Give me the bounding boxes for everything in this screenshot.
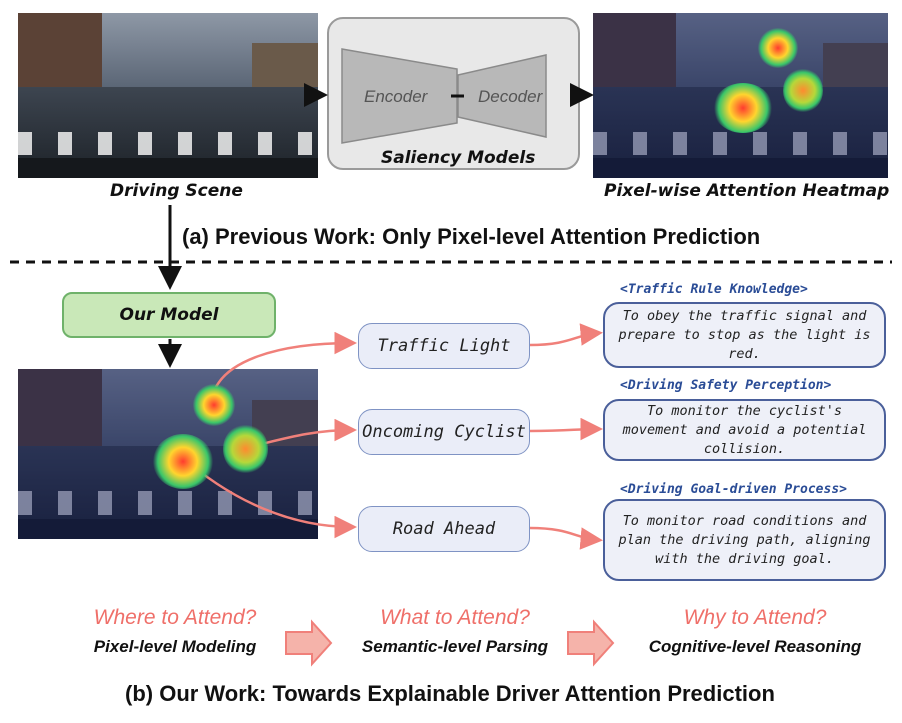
category-traffic-rule: <Traffic Rule Knowledge> — [620, 282, 808, 297]
curve-reason-2 — [529, 417, 603, 441]
encoder-decoder-shape — [341, 48, 547, 144]
stage-semantic-level: Semantic-level Parsing — [361, 637, 549, 656]
question-what: What to Attend? — [380, 606, 530, 629]
curve-reason-3 — [529, 526, 603, 550]
driving-scene-image — [18, 13, 318, 178]
encoder-label: Encoder — [364, 87, 428, 106]
category-driving-safety: <Driving Safety Perception> — [620, 378, 832, 393]
object-pill-road-ahead: Road Ahead — [358, 506, 530, 552]
category-goal-driven: <Driving Goal-driven Process> — [620, 482, 847, 497]
question-where: Where to Attend? — [93, 606, 257, 629]
our-model-box: Our Model — [62, 292, 276, 338]
driving-scene-label: Driving Scene — [110, 181, 243, 201]
section-b-title: (b) Our Work: Towards Explainable Driver… — [125, 681, 775, 706]
object-pill-oncoming-cyclist: Oncoming Cyclist — [358, 409, 530, 455]
stage-pixel-level: Pixel-level Modeling — [93, 637, 257, 656]
reason-box-road-ahead: To monitor road conditions and plan the … — [603, 499, 886, 581]
question-why: Why to Attend? — [683, 606, 827, 629]
reason-box-traffic-light: To obey the traffic signal and prepare t… — [603, 302, 886, 368]
our-model-label: Our Model — [119, 305, 219, 325]
reason-box-cyclist: To monitor the cyclist's movement and av… — [603, 399, 886, 461]
object-pill-traffic-light: Traffic Light — [358, 323, 530, 369]
decoder-label: Decoder — [478, 87, 543, 106]
heatmap-label: Pixel-wise Attention Heatmap — [604, 181, 890, 201]
model-attention-image — [18, 369, 318, 539]
curve-reason-1 — [529, 323, 603, 347]
saliency-models-label: Saliency Models — [381, 148, 536, 168]
section-a-title: (a) Previous Work: Only Pixel-level Atte… — [182, 224, 761, 249]
stage-cognitive-level: Cognitive-level Reasoning — [648, 637, 862, 656]
heatmap-image — [593, 13, 888, 178]
